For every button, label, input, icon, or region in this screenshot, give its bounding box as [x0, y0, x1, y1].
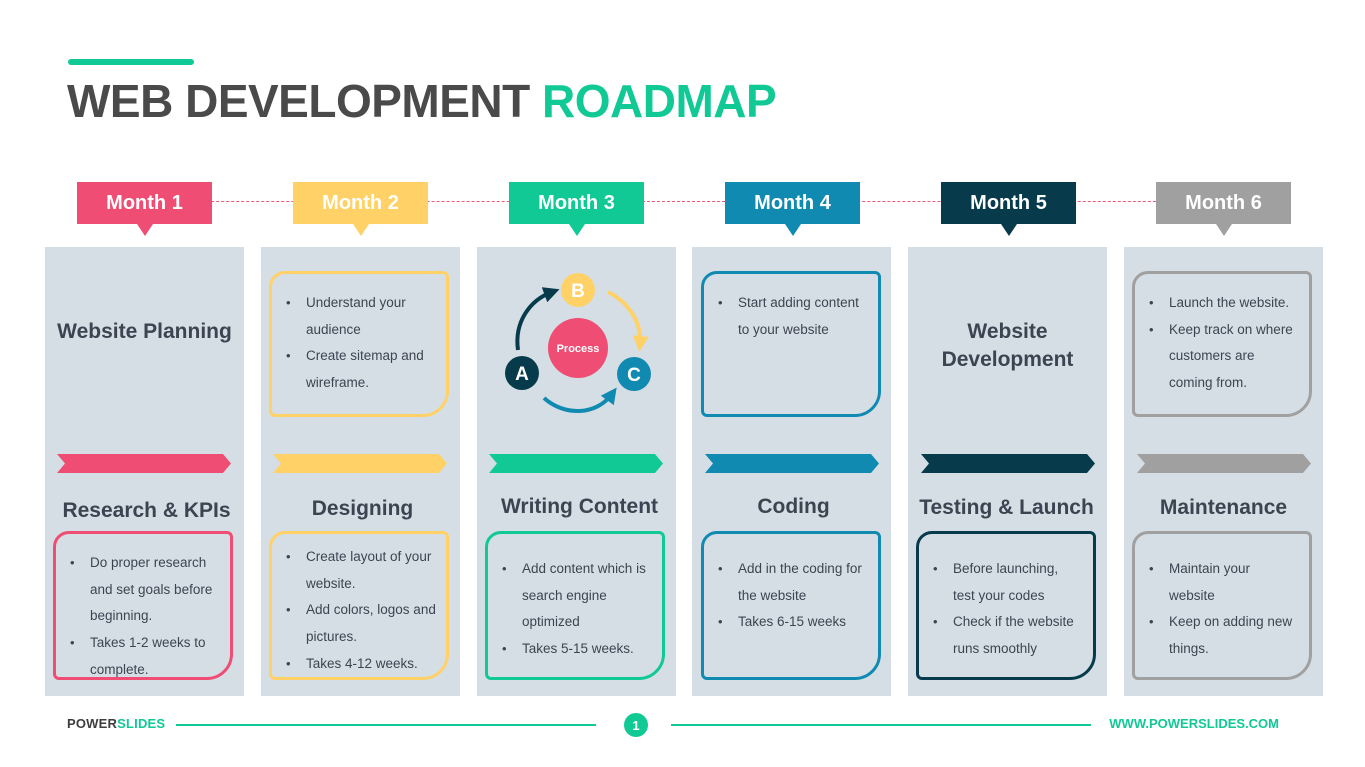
- top-title-5: Website Development: [941, 320, 1074, 371]
- page-title-part2: ROADMAP: [542, 75, 777, 127]
- chevron-arrow-6: [1137, 454, 1311, 473]
- phase-label-1: Research & KPIs: [62, 499, 231, 522]
- bottom-card-5: Before launching, test your codes Check …: [916, 531, 1096, 680]
- footer-line-left: [176, 724, 596, 726]
- page-title: WEB DEVELOPMENT ROADMAP: [67, 74, 777, 128]
- title-accent-bar: [68, 59, 194, 65]
- cycle-node-b-label: B: [571, 281, 585, 302]
- top-card-2-item: Create sitemap and wireframe.: [286, 343, 436, 396]
- phase-label-2: Designing: [311, 497, 414, 520]
- top-card-2: Understand your audience Create sitemap …: [269, 271, 449, 417]
- month-tab-1: Month 1: [77, 182, 212, 236]
- footer-line-right: [671, 724, 1091, 726]
- bottom-card-1-item: Do proper research and set goals before …: [70, 550, 220, 630]
- phase-label-4: Coding: [757, 495, 830, 518]
- footer-brand-logo: POWERSLIDES: [67, 716, 165, 731]
- cycle-arrow-blue: [542, 387, 617, 413]
- bottom-card-3: Add content which is search engine optim…: [485, 531, 665, 680]
- cycle-center-circle: [548, 318, 608, 378]
- top-card-4: Start adding content to your website: [701, 271, 881, 417]
- cycle-node-a: [505, 356, 539, 390]
- bottom-card-2: Create layout of your website. Add color…: [269, 531, 449, 680]
- process-cycle-diagram: Process A B C: [505, 273, 651, 413]
- bottom-card-4-item: Takes 6-15 weeks: [718, 609, 868, 636]
- cycle-arrow-dark: [515, 287, 560, 351]
- bottom-card-1-item: Takes 1-2 weeks to complete.: [70, 630, 220, 683]
- timeline-dashed-line: [146, 201, 1226, 202]
- phase-label-6: Maintenance: [1159, 496, 1288, 519]
- month-tab-5: Month 5: [941, 182, 1076, 236]
- top-card-6-item: Keep track on where customers are coming…: [1149, 317, 1299, 397]
- bottom-card-3-item: Takes 5-15 weeks.: [502, 636, 652, 663]
- top-card-6: Launch the website. Keep track on where …: [1132, 271, 1312, 417]
- bottom-card-5-item: Before launching, test your codes: [933, 556, 1083, 609]
- top-card-2-item: Understand your audience: [286, 290, 436, 343]
- chevron-arrow-5: [921, 454, 1095, 473]
- footer-url: WWW.POWERSLIDES.COM: [1109, 716, 1279, 731]
- top-card-4-item: Start adding content to your website: [718, 290, 868, 343]
- month-tab-6: Month 6: [1156, 182, 1291, 236]
- bottom-card-3-item: Add content which is search engine optim…: [502, 556, 652, 636]
- cycle-node-b: [561, 273, 595, 307]
- bottom-card-4: Add in the coding for the website Takes …: [701, 531, 881, 680]
- month-tab-4: Month 4: [725, 182, 860, 236]
- chevron-arrow-4: [705, 454, 879, 473]
- bottom-card-6: Maintain your website Keep on adding new…: [1132, 531, 1312, 680]
- phase-label-3: Writing Content: [500, 495, 659, 518]
- month-tab-3: Month 3: [509, 182, 644, 236]
- bottom-card-1: Do proper research and set goals before …: [53, 531, 233, 680]
- page-title-part1: WEB DEVELOPMENT: [67, 75, 530, 127]
- top-card-6-item: Launch the website.: [1149, 290, 1299, 317]
- chevron-arrow-2: [273, 454, 447, 473]
- bottom-card-4-item: Add in the coding for the website: [718, 556, 868, 609]
- bottom-card-5-item: Check if the website runs smoothly: [933, 609, 1083, 662]
- cycle-center-label: Process: [557, 343, 600, 355]
- bottom-card-2-item: Takes 4-12 weeks.: [286, 651, 436, 678]
- bottom-card-6-item: Keep on adding new things.: [1149, 609, 1299, 662]
- cycle-arrow-yellow: [607, 290, 649, 352]
- footer-brand-dark: POWER: [67, 716, 118, 731]
- footer-brand-accent: SLIDES: [117, 716, 166, 731]
- bottom-card-6-item: Maintain your website: [1149, 556, 1299, 609]
- phase-label-5: Testing & Launch: [919, 496, 1094, 519]
- cycle-node-a-label: A: [515, 364, 529, 385]
- cycle-node-c-label: C: [627, 365, 641, 386]
- bottom-card-2-item: Create layout of your website.: [286, 544, 436, 597]
- page-number-badge: 1: [624, 713, 648, 737]
- month-tab-2: Month 2: [293, 182, 428, 236]
- chevron-arrow-1: [57, 454, 231, 473]
- cycle-node-c: [617, 357, 651, 391]
- top-title-1: Website Planning: [57, 320, 232, 343]
- bottom-card-2-item: Add colors, logos and pictures.: [286, 597, 436, 650]
- chevron-arrow-3: [489, 454, 663, 473]
